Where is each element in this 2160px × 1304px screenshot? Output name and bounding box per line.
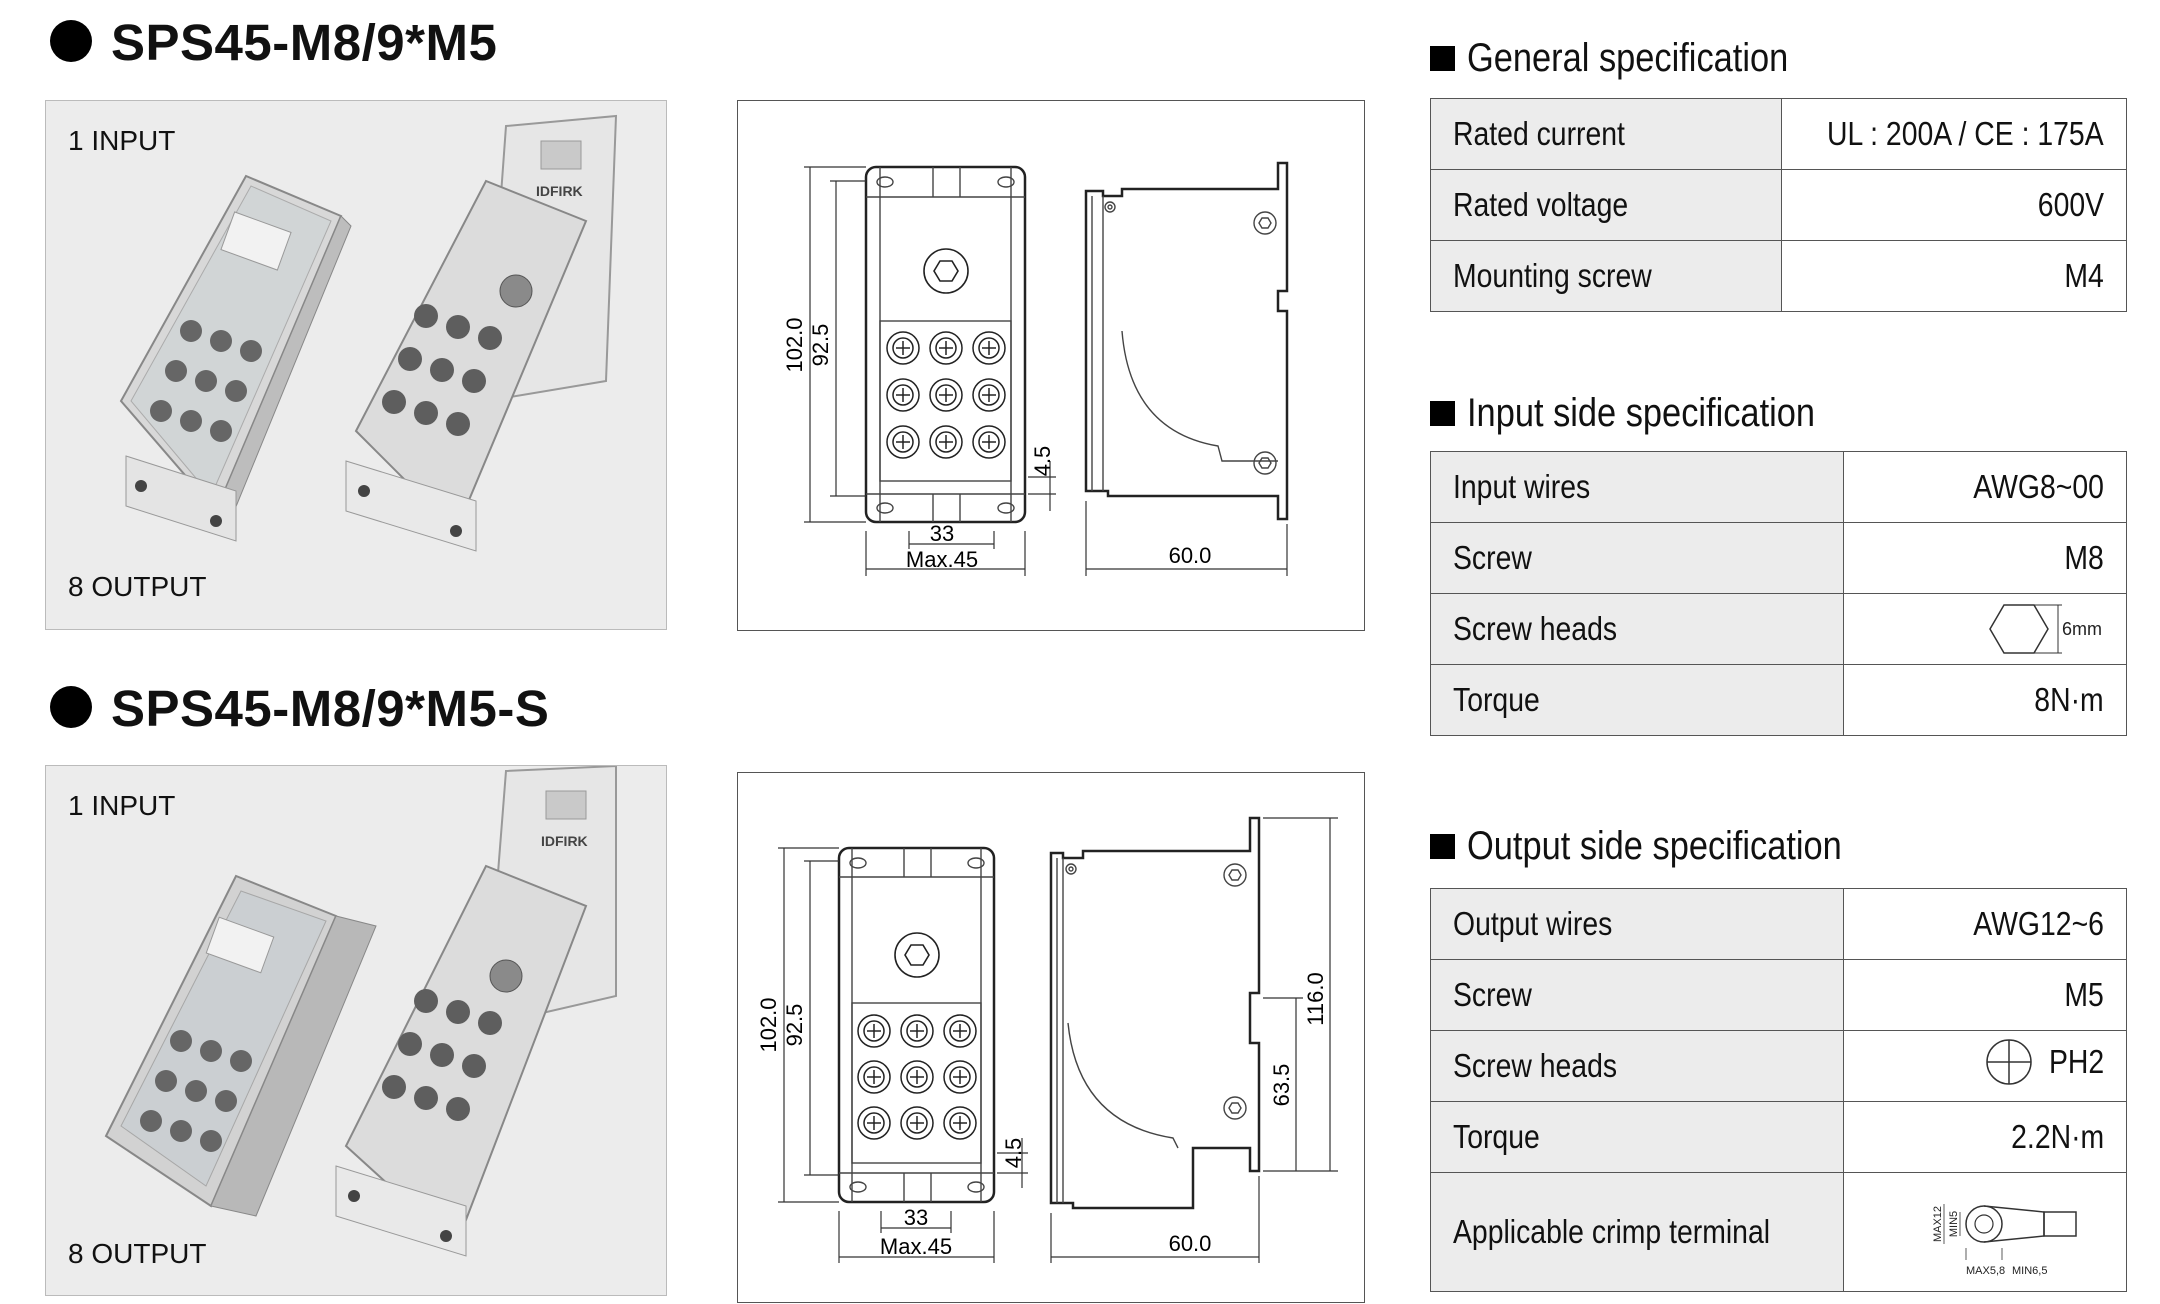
table-row: Screw heads PH2 (1430, 1030, 2127, 1102)
dim-mid: 63.5 (1269, 1064, 1294, 1107)
spec-label: Screw heads (1453, 610, 1618, 647)
input-spec-heading: Input side specification (1430, 387, 1872, 439)
bullet-icon (50, 686, 92, 728)
output-label: 8 OUTPUT (68, 1238, 207, 1269)
table-row: Torque 2.2N·m (1430, 1101, 2127, 1173)
table-row: Applicable crimp terminal MAX12 MIN5 MAX… (1430, 1172, 2127, 1292)
hex-socket-icon: 6mm (1989, 604, 2102, 654)
spec-value: AWG12~6 (1973, 905, 2104, 942)
square-bullet-icon (1430, 45, 1455, 71)
table-row: Rated current UL : 200A / CE : 175A (1429, 98, 2127, 170)
dim-height: 102.0 (756, 997, 781, 1052)
table-row: Rated voltage 600V (1429, 169, 2127, 241)
bullet-icon (50, 20, 92, 62)
input-label: 1 INPUT (68, 125, 176, 156)
square-bullet-icon (1430, 833, 1455, 859)
svg-text:IDFIRK: IDFIRK (536, 183, 583, 199)
spec-label: Screw (1453, 976, 1532, 1013)
spec-label: Screw heads (1453, 1047, 1618, 1084)
product-photo: 1 INPUT 8 OUTPUT IDFIRK (45, 100, 667, 630)
spec-value: M8 (2064, 539, 2104, 576)
spec-label: Torque (1453, 681, 1540, 718)
dimension-drawing: 102.0 92.5 4.5 33 Max.45 60.0 116.0 63.5 (737, 772, 1365, 1303)
spec-label: Screw (1453, 539, 1532, 576)
terminal-block-illustration: IDFIRK (119, 114, 618, 552)
crimp-max-h: MAX12 (1932, 1206, 1944, 1242)
spec-label: Rated voltage (1453, 186, 1629, 223)
dim-width: Max.45 (880, 1234, 952, 1259)
spec-value: M4 (2064, 257, 2104, 294)
dim-inner: 92.5 (808, 324, 833, 367)
output-label: 8 OUTPUT (68, 571, 207, 602)
phillips-head-icon (1986, 1039, 2032, 1085)
product-title: SPS45-M8/9*M5-S (111, 680, 550, 737)
spec-label: Rated current (1453, 115, 1625, 152)
output-spec-heading: Output side specification (1430, 820, 1903, 872)
crimp-terminal-icon: MAX12 MIN5 MAX5,8 MIN6,5 (1932, 1204, 2077, 1277)
square-bullet-icon (1430, 400, 1455, 426)
spec-label: Applicable crimp terminal (1453, 1213, 1771, 1250)
dim-height: 102.0 (782, 317, 807, 372)
spec-label: Mounting screw (1453, 257, 1652, 294)
product-title: SPS45-M8/9*M5 (111, 14, 498, 71)
spec-value: 2.2N·m (2010, 1118, 2104, 1155)
spec-value: 8N·m (2034, 681, 2104, 718)
dim-pitch: 33 (904, 1205, 928, 1230)
table-row: Mounting screw M4 (1429, 240, 2127, 312)
spec-value: M5 (2064, 976, 2104, 1013)
hex-size: 6mm (2062, 619, 2102, 639)
spec-value: 600V (2037, 186, 2104, 223)
terminal-block-illustration: IDFIRK (104, 766, 617, 1257)
dim-width: Max.45 (906, 547, 978, 572)
output-spec-table: Output wires AWG12~6 Screw M5 Screw head… (1430, 888, 2127, 1292)
product-photo: 1 INPUT 8 OUTPUT IDFIRK (45, 765, 667, 1296)
general-spec-table: Rated current UL : 200A / CE : 175A Rate… (1429, 98, 2127, 312)
dim-gap: 4.5 (1001, 1138, 1026, 1169)
crimp-min-w: MIN6,5 (2012, 1265, 2047, 1277)
input-spec-table: Input wires AWG8~00 Screw M8 Screw heads… (1430, 451, 2127, 736)
dim-depth: 60.0 (1169, 543, 1212, 568)
dim-pitch: 33 (930, 521, 954, 546)
dimension-drawing: 102.0 92.5 4.5 33 Max.45 60.0 (737, 100, 1365, 631)
spec-value: UL : 200A / CE : 175A (1827, 115, 2104, 152)
table-row: Screw heads 6mm (1430, 593, 2127, 665)
crimp-max-w: MAX5,8 (1966, 1265, 2005, 1277)
dim-depth: 60.0 (1169, 1231, 1212, 1256)
crimp-min-h: MIN5 (1948, 1211, 1960, 1237)
dim-inner: 92.5 (782, 1004, 807, 1047)
dim-total: 116.0 (1303, 972, 1328, 1025)
input-label: 1 INPUT (68, 790, 176, 821)
dim-gap: 4.5 (1030, 446, 1055, 477)
table-row: Screw M5 (1430, 959, 2127, 1031)
spec-label: Input wires (1453, 468, 1591, 505)
table-row: Torque 8N·m (1430, 664, 2127, 736)
spec-value: PH2 (2048, 1043, 2104, 1080)
general-spec-heading: General specification (1430, 32, 1841, 84)
table-row: Output wires AWG12~6 (1430, 888, 2127, 960)
spec-label: Torque (1453, 1118, 1540, 1155)
svg-text:IDFIRK: IDFIRK (541, 833, 588, 849)
table-row: Screw M8 (1430, 522, 2127, 594)
spec-label: Output wires (1453, 905, 1613, 942)
spec-value: AWG8~00 (1973, 468, 2104, 505)
table-row: Input wires AWG8~00 (1430, 451, 2127, 523)
